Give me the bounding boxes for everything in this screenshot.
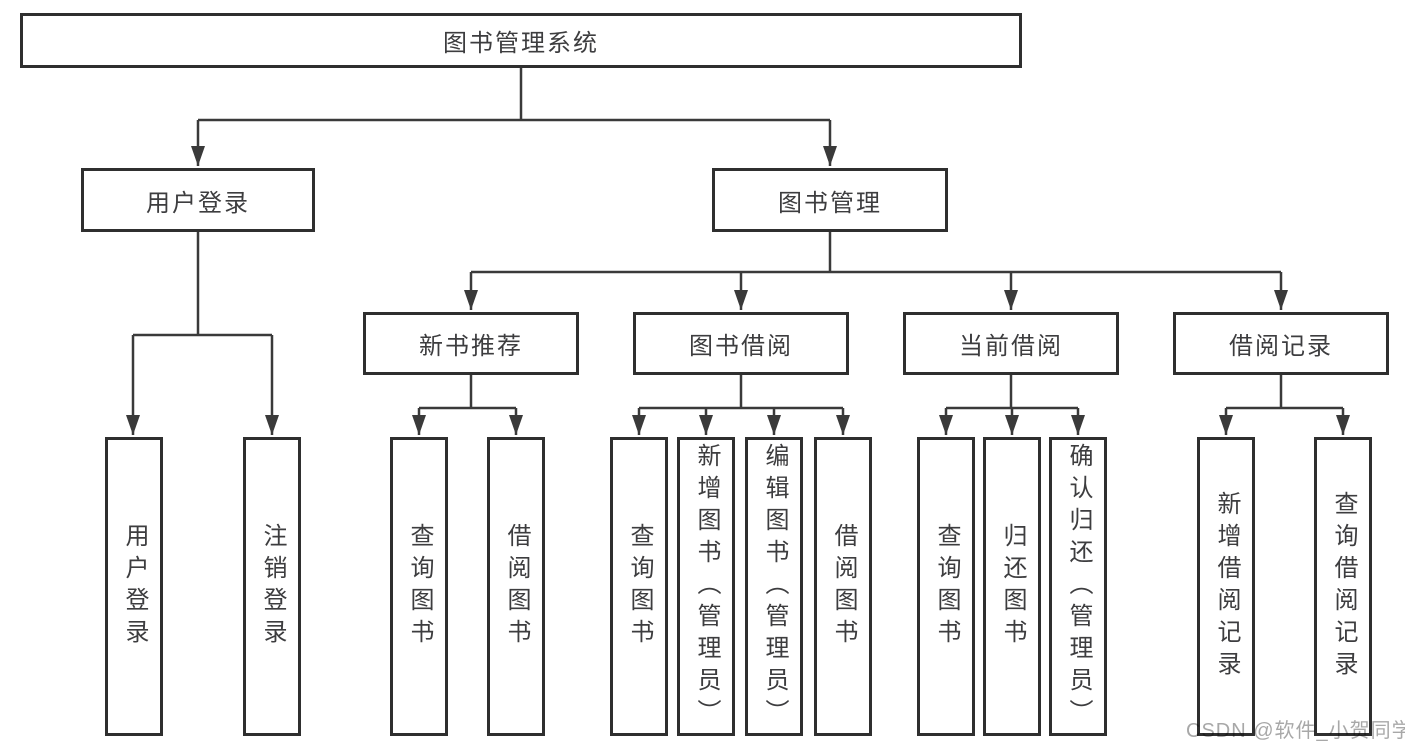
leaf-records-query-borrow-record: 查询借阅记录 [1314,437,1372,736]
node-current-borrowing: 当前借阅 [903,312,1119,375]
leaf-records-query-borrow-record-label: 查询借阅记录 [1330,490,1357,683]
leaf-borrowing-edit-books-admin-label: 编辑图书（管理员） [761,442,788,731]
leaf-recommend-borrow-books: 借阅图书 [487,437,545,736]
node-user-login-label: 用户登录 [146,189,250,217]
leaf-logout: 注销登录 [243,437,301,736]
leaf-records-add-borrow-record: 新增借阅记录 [1197,437,1255,736]
node-borrowing-records: 借阅记录 [1173,312,1389,375]
leaf-current-return-books-label: 归还图书 [999,522,1026,651]
leaf-records-add-borrow-record-label: 新增借阅记录 [1213,490,1240,683]
leaf-current-query-books-label: 查询图书 [933,522,960,651]
node-current-borrowing-label: 当前借阅 [959,333,1063,360]
leaf-current-query-books: 查询图书 [917,437,975,736]
csdn-watermark: CSDN @软件_小贺同学 [1186,720,1405,742]
leaf-borrowing-query-books: 查询图书 [610,437,668,736]
leaf-recommend-query-books-label: 查询图书 [406,522,433,651]
leaf-borrowing-add-books-admin: 新增图书（管理员） [677,437,735,736]
leaf-recommend-query-books: 查询图书 [390,437,448,736]
leaf-recommend-borrow-books-label: 借阅图书 [503,522,530,651]
leaf-borrowing-query-books-label: 查询图书 [626,522,653,651]
node-new-book-recommendation-label: 新书推荐 [419,333,523,360]
node-root-label: 图书管理系统 [443,30,599,57]
node-book-borrowing: 图书借阅 [633,312,849,375]
node-root: 图书管理系统 [20,13,1022,68]
leaf-borrowing-edit-books-admin: 编辑图书（管理员） [745,437,803,736]
leaf-borrowing-add-books-admin-label: 新增图书（管理员） [693,442,720,731]
leaf-borrowing-borrow-books: 借阅图书 [814,437,872,736]
leaf-user-login-label: 用户登录 [121,522,148,651]
node-book-management-label: 图书管理 [778,189,882,217]
leaf-user-login: 用户登录 [105,437,163,736]
leaf-logout-label: 注销登录 [259,522,286,651]
node-user-login: 用户登录 [81,168,315,232]
node-book-borrowing-label: 图书借阅 [689,333,793,360]
node-borrowing-records-label: 借阅记录 [1229,333,1333,360]
leaf-borrowing-borrow-books-label: 借阅图书 [830,522,857,651]
leaf-current-confirm-return-admin-label: 确认归还（管理员） [1065,442,1092,731]
leaf-current-confirm-return-admin: 确认归还（管理员） [1049,437,1107,736]
leaf-current-return-books: 归还图书 [983,437,1041,736]
node-book-management: 图书管理 [712,168,948,232]
node-new-book-recommendation: 新书推荐 [363,312,579,375]
